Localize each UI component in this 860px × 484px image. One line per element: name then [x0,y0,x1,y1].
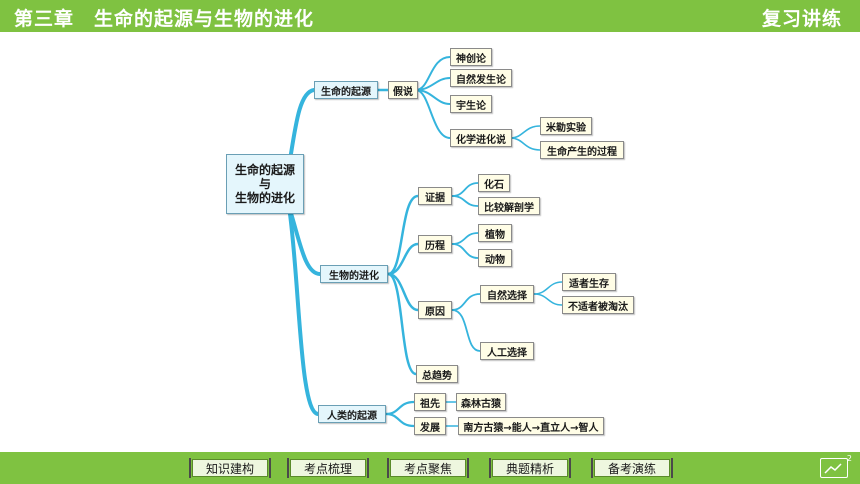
ancestor-node: 祖先 [414,393,446,411]
evidence-node: 证据 [418,187,452,205]
tab-exam-points-review[interactable]: 考点梳理 [287,458,369,478]
fossil-node: 化石 [478,174,510,192]
development-chain-node: 南方古猿→能人→直立人→智人 [458,417,604,435]
root-line-1: 生命的起源 [234,163,295,177]
chemical-evolution-node: 化学进化说 [450,129,512,147]
tab-exam-practice[interactable]: 备考演练 [591,458,673,478]
page-number: 2 [846,454,852,463]
comparative-anatomy-node: 比较解剖学 [478,197,540,215]
cause-node: 原因 [418,301,452,319]
hypothesis-node: 假说 [388,81,418,99]
tab-example-analysis[interactable]: 典题精析 [489,458,571,478]
unfit-eliminated-node: 不适者被淘汰 [562,296,634,314]
tab-knowledge-construction[interactable]: 知识建构 [189,458,271,478]
slide-icon[interactable] [820,458,848,478]
header-bar: 第三章 生命的起源与生物的进化 复习讲练 [0,0,860,32]
artificial-selection-node: 人工选择 [480,342,534,360]
root-node: 生命的起源 与 生物的进化 [226,154,304,214]
plants-node: 植物 [478,224,512,242]
footer-bar: 知识建构 考点梳理 考点聚焦 典题精析 备考演练 2 [0,452,860,484]
tab-exam-points-focus[interactable]: 考点聚焦 [387,458,469,478]
section-title: 复习讲练 [761,8,842,30]
mindmap-connectors [288,56,563,428]
development-node: 发展 [414,417,446,435]
creationism-node: 神创论 [450,48,492,66]
overall-trend-node: 总趋势 [416,365,458,383]
mindmap-canvas: 生命的起源 与 生物的进化 生命的起源 假说 神创论 自然发生论 宇生论 化学进… [0,32,860,452]
root-line-2: 与 [258,177,271,191]
pointer-icon [824,463,842,474]
survival-of-fittest-node: 适者生存 [562,273,616,291]
chapter-title: 第三章 生命的起源与生物的进化 [14,8,315,30]
animals-node: 动物 [478,249,512,267]
branch-evolution: 生物的进化 [320,265,388,283]
cosmozoic-theory-node: 宇生论 [450,95,492,113]
history-node: 历程 [418,235,452,253]
forest-ape-node: 森林古猿 [456,393,506,411]
life-origin-process-node: 生命产生的过程 [540,141,624,159]
root-line-3: 生物的进化 [234,191,295,205]
miller-experiment-node: 米勒实验 [540,117,592,135]
natural-selection-node: 自然选择 [480,285,534,303]
branch-human-origin: 人类的起源 [318,405,386,423]
branch-origin-of-life: 生命的起源 [314,81,378,99]
spontaneous-generation-node: 自然发生论 [450,69,512,87]
